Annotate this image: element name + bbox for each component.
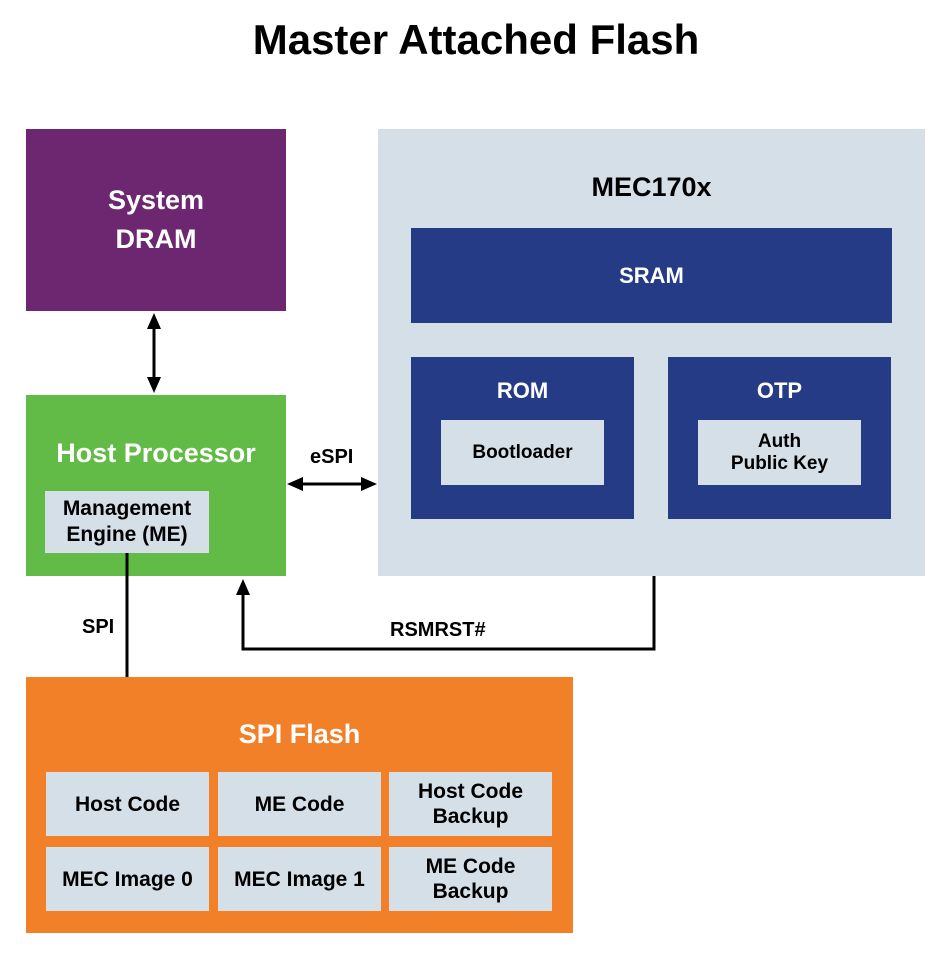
flash-cell-line1: ME Code	[254, 792, 345, 816]
flash-cell-line1: Host Code	[418, 780, 523, 803]
flash-cell-line2: Backup	[432, 805, 509, 828]
rom-title: ROM	[496, 378, 549, 403]
auth-key-line2: Public Key	[730, 452, 829, 474]
rsmrst-connector	[241, 576, 656, 651]
auth-public-key-block: Auth Public Key	[698, 420, 861, 485]
espi-label: eSPI	[310, 446, 354, 468]
otp-title: OTP	[756, 378, 803, 403]
management-engine-block: Management Engine (ME)	[45, 491, 209, 553]
flash-cell-line1: ME Code	[425, 855, 516, 878]
host-processor-title: Host Processor	[56, 437, 256, 468]
flash-cell-line1: MEC Image 1	[234, 867, 365, 891]
arrowhead-up-icon	[147, 313, 161, 329]
flash-cell-line1: Host Code	[75, 792, 180, 816]
diagram-title: Master Attached Flash	[252, 16, 700, 63]
otp-block: OTP Auth Public Key	[668, 357, 891, 519]
flash-cell-line1: MEC Image 0	[62, 867, 193, 891]
mec170x-title: MEC170x	[591, 171, 712, 202]
system-dram-block: System DRAM	[26, 129, 286, 311]
me-label-line2: Engine (ME)	[66, 523, 188, 546]
rsmrst-label: RSMRST#	[390, 619, 486, 641]
host-processor-block: Host Processor Management Engine (ME)	[26, 395, 286, 576]
flash-cell-mec-image-0: MEC Image 0	[46, 847, 209, 911]
flash-cell-me-code: ME Code	[218, 772, 381, 836]
bootloader-block: Bootloader	[441, 420, 604, 485]
arrowhead-right-icon	[361, 477, 377, 491]
system-dram-label-line1: System	[107, 185, 205, 215]
arrowhead-down-icon	[147, 377, 161, 393]
sram-block: SRAM	[411, 228, 892, 323]
flash-cell-host-code: Host Code	[46, 772, 209, 836]
mec170x-block: MEC170x SRAM ROM Bootloader OTP Auth Pub…	[378, 129, 925, 576]
system-dram-label-line2: DRAM	[115, 224, 197, 254]
arrowhead-up-icon	[236, 579, 250, 595]
auth-key-line1: Auth	[757, 430, 802, 452]
spi-label: SPI	[82, 616, 115, 638]
spi-flash-title: SPI Flash	[238, 718, 361, 749]
rom-block: ROM Bootloader	[411, 357, 634, 519]
flash-cell-line2: Backup	[432, 880, 509, 903]
arrowhead-left-icon	[287, 477, 303, 491]
flash-cell-mec-image-1: MEC Image 1	[218, 847, 381, 911]
me-label-line1: Management	[62, 497, 192, 520]
